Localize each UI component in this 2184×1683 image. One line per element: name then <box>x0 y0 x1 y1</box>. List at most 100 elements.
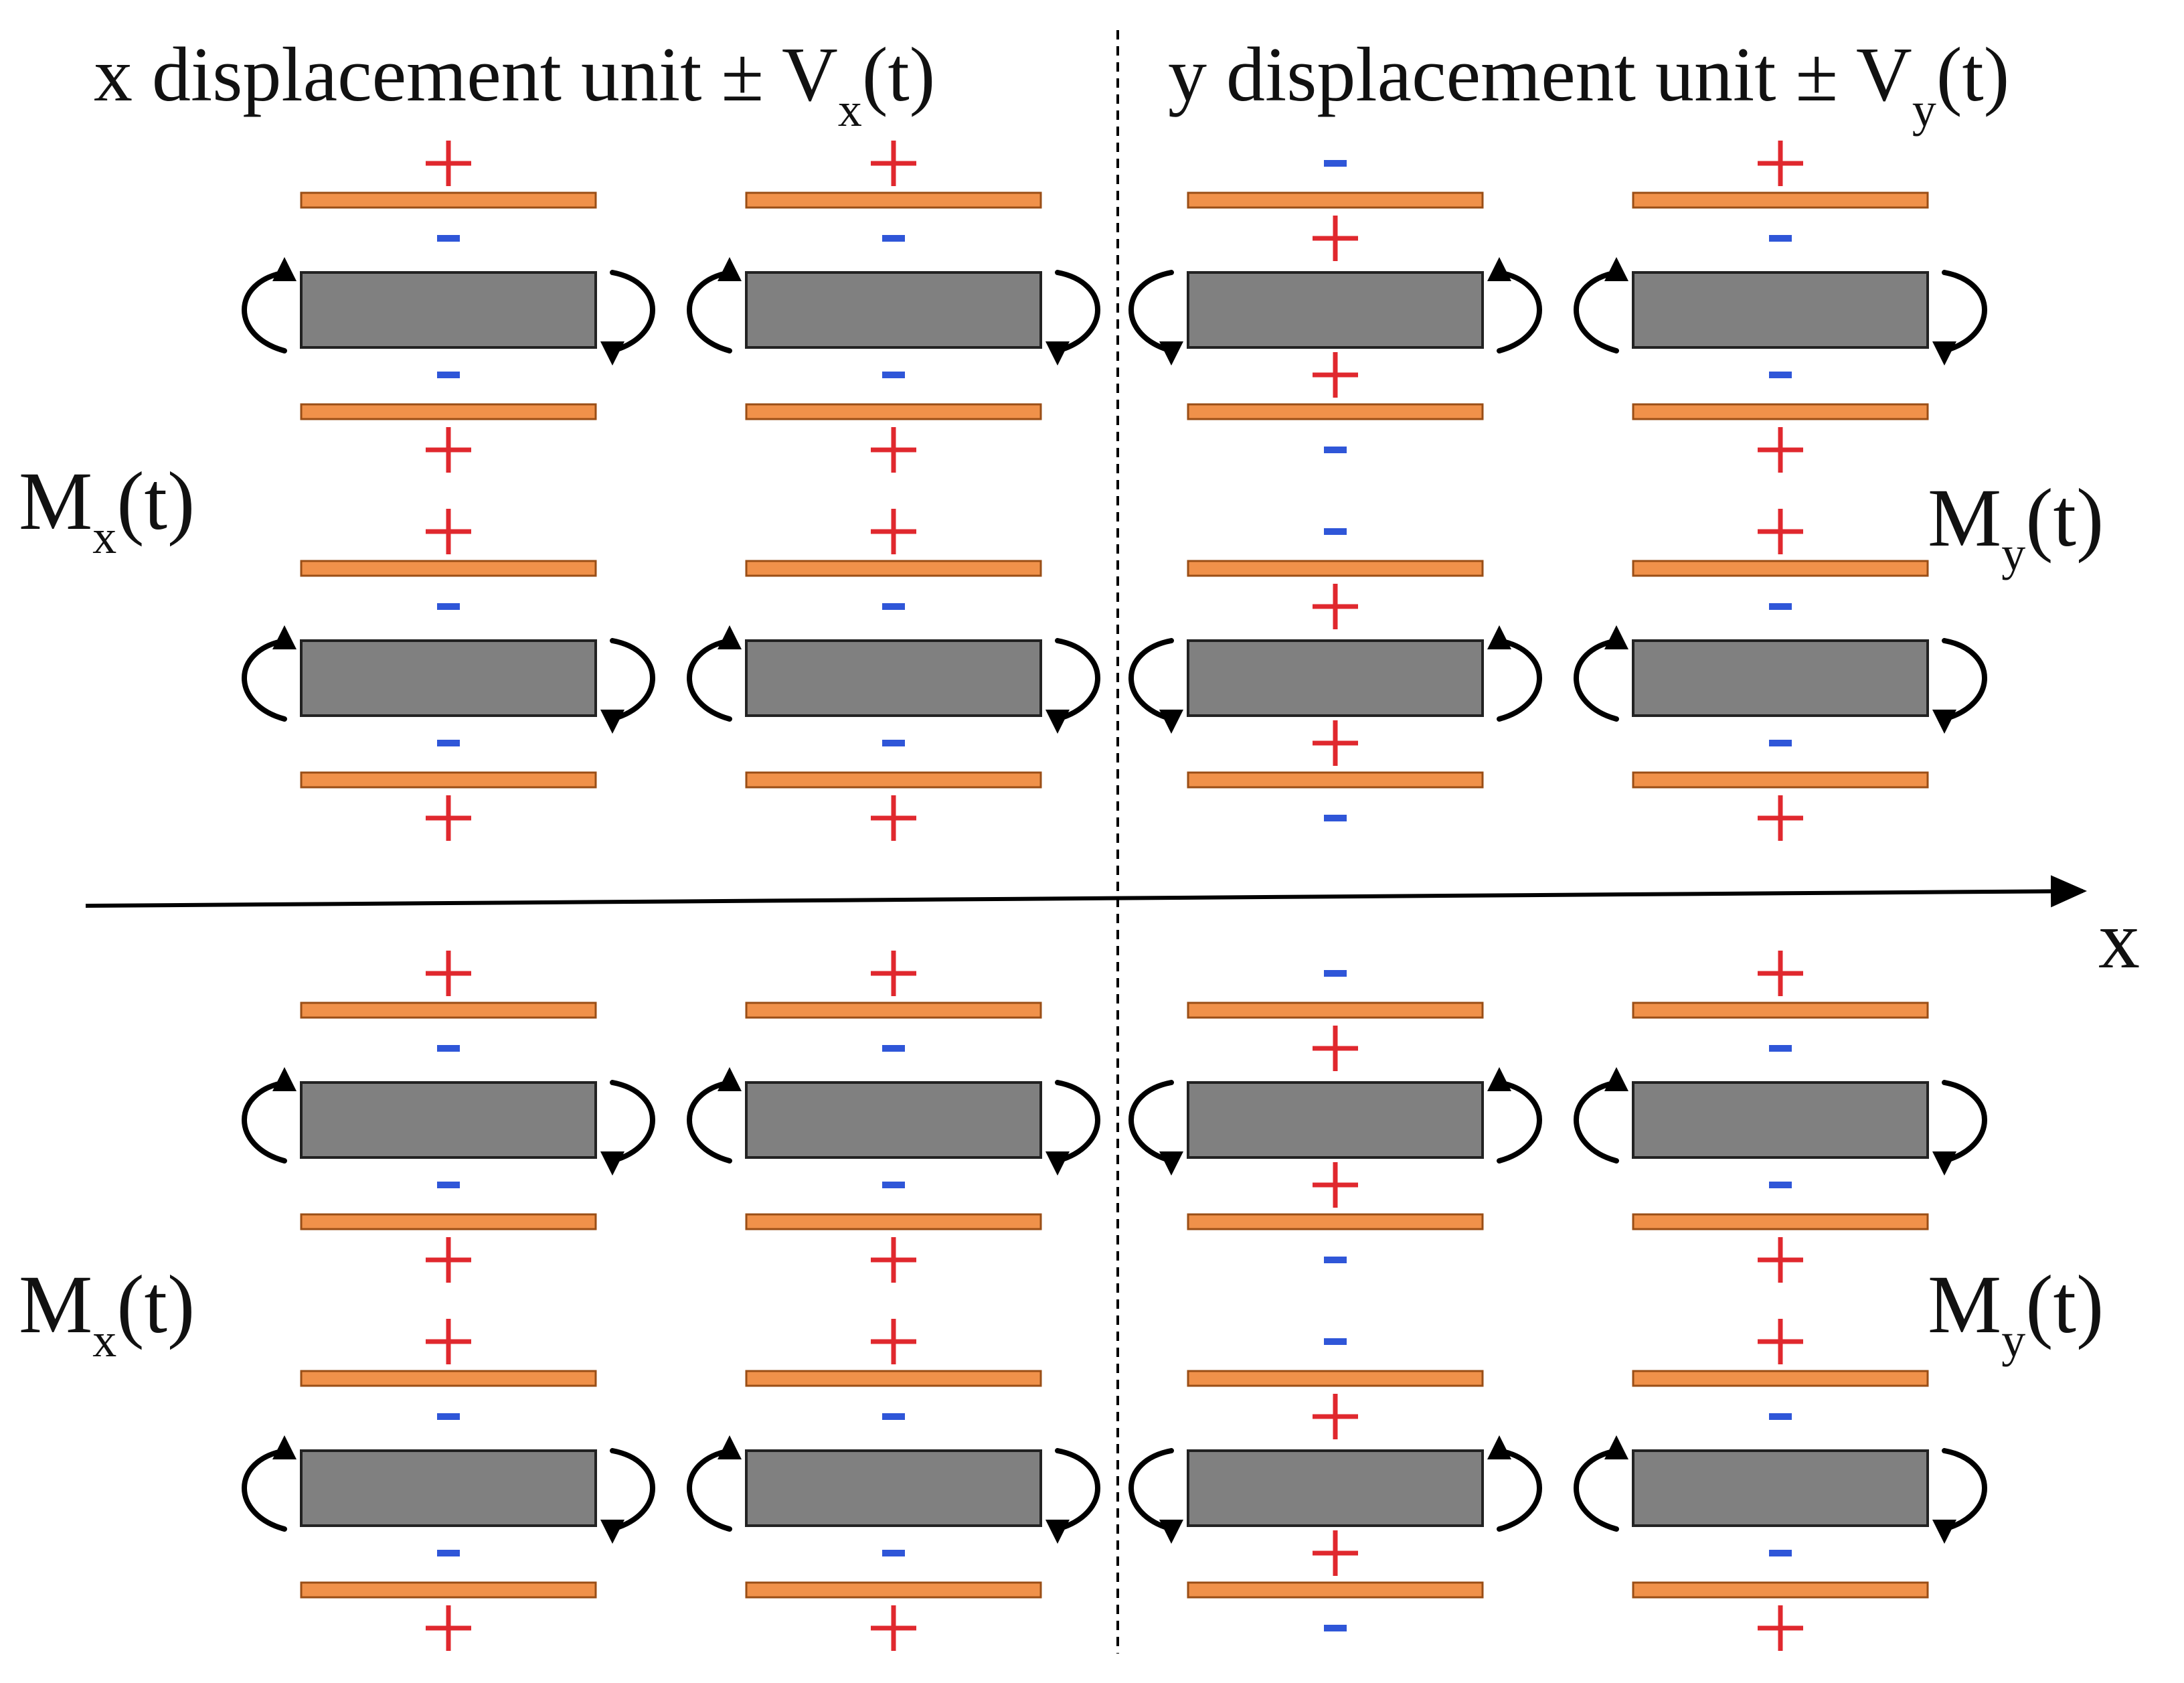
rotation-arrow <box>1055 1448 1100 1532</box>
minus-sign <box>1769 740 1792 746</box>
minus-sign <box>437 235 460 242</box>
lower-electrode <box>745 403 1042 420</box>
displacement-unit <box>242 509 655 841</box>
beam <box>745 1081 1042 1159</box>
displacement-unit <box>1574 951 1987 1283</box>
beam <box>1632 1081 1929 1159</box>
beam <box>1632 1449 1929 1527</box>
minus-sign <box>437 372 460 378</box>
arrow-head-icon <box>1604 1435 1628 1459</box>
plus-sign <box>871 951 916 996</box>
minus-sign <box>1769 1413 1792 1420</box>
displacement-unit <box>687 509 1100 841</box>
arrow-head-icon <box>1604 625 1628 649</box>
rotation-arrow <box>1942 270 1987 353</box>
plus-sign <box>1758 1237 1803 1283</box>
minus-sign <box>437 1045 460 1052</box>
arrow-head-icon <box>1487 1435 1511 1459</box>
minus-sign <box>882 372 905 378</box>
upper-electrode <box>300 1370 597 1387</box>
upper-electrode <box>1187 191 1484 209</box>
rotation-arrow <box>1497 270 1542 353</box>
plus-sign <box>426 951 471 996</box>
minus-sign <box>882 603 905 610</box>
lower-electrode <box>1632 1581 1929 1599</box>
lower-electrode <box>300 1213 597 1230</box>
plus-sign <box>871 1605 916 1651</box>
plus-sign <box>1313 1162 1358 1208</box>
displacement-unit <box>1128 970 1542 1263</box>
my-bottom-label: My(t) <box>1928 1259 2104 1367</box>
plus-sign <box>426 1237 471 1283</box>
arrow-head-icon <box>1487 625 1511 649</box>
beam <box>745 639 1042 717</box>
minus-sign <box>1324 1625 1347 1631</box>
arrow-head-icon <box>272 625 297 649</box>
minus-sign <box>1324 160 1347 167</box>
rotation-arrow <box>610 270 655 353</box>
displacement-unit <box>1128 528 1542 821</box>
minus-sign <box>437 740 460 746</box>
lower-electrode <box>1187 403 1484 420</box>
minus-sign <box>882 740 905 746</box>
arrow-head-icon <box>1932 341 1956 366</box>
lower-electrode <box>1187 771 1484 789</box>
plus-sign <box>871 795 916 841</box>
upper-electrode <box>1632 1001 1929 1019</box>
upper-electrode <box>1187 1370 1484 1387</box>
plus-sign <box>1313 352 1358 398</box>
plus-sign <box>426 795 471 841</box>
lower-electrode <box>300 403 597 420</box>
minus-sign <box>882 1550 905 1556</box>
beam <box>300 1081 597 1159</box>
upper-electrode <box>1632 191 1929 209</box>
rotation-arrow <box>242 1080 287 1164</box>
rotation-arrow <box>1942 1080 1987 1164</box>
lower-electrode <box>745 1581 1042 1599</box>
minus-sign <box>437 1550 460 1556</box>
rotation-arrow <box>1574 270 1619 353</box>
plus-sign <box>1758 1319 1803 1364</box>
upper-electrode <box>745 1001 1042 1019</box>
rotation-arrow <box>1942 1448 1987 1532</box>
beam <box>1632 639 1929 717</box>
displacement-unit <box>1574 1319 1987 1651</box>
plus-sign <box>1313 1394 1358 1439</box>
arrow-head-icon <box>718 1435 742 1459</box>
arrow-head-icon <box>1604 257 1628 281</box>
upper-electrode <box>745 191 1042 209</box>
plus-sign <box>871 141 916 186</box>
minus-sign <box>1324 447 1347 453</box>
x-axis-label: x <box>2098 894 2140 985</box>
upper-electrode <box>1187 1001 1484 1019</box>
minus-sign <box>1769 235 1792 242</box>
plus-sign <box>1313 1026 1358 1071</box>
arrow-head-icon <box>1932 1151 1956 1176</box>
rotation-arrow <box>1128 638 1174 722</box>
arrow-head-icon <box>1159 1520 1183 1544</box>
arrow-head-icon <box>600 1520 624 1544</box>
upper-electrode <box>1632 560 1929 577</box>
arrow-head-icon <box>1045 1151 1070 1176</box>
displacement-unit <box>1128 1338 1542 1631</box>
arrow-head-icon <box>718 625 742 649</box>
minus-sign <box>882 1045 905 1052</box>
arrow-head-icon <box>1487 257 1511 281</box>
minus-sign <box>882 235 905 242</box>
rotation-arrow <box>1128 1080 1174 1164</box>
lower-electrode <box>1632 403 1929 420</box>
rotation-arrow <box>1574 1448 1619 1532</box>
lower-electrode <box>1187 1581 1484 1599</box>
rotation-arrow <box>610 1080 655 1164</box>
arrow-head-icon <box>718 1067 742 1091</box>
plus-sign <box>1313 216 1358 261</box>
arrow-head-icon <box>1045 341 1070 366</box>
minus-sign <box>1324 1338 1347 1345</box>
rotation-arrow <box>242 1448 287 1532</box>
plus-sign <box>426 1319 471 1364</box>
rotation-arrow <box>1055 1080 1100 1164</box>
minus-sign <box>1324 1257 1347 1263</box>
displacement-unit <box>687 141 1100 473</box>
arrow-head-icon <box>600 710 624 734</box>
arrow-head-icon <box>1159 1151 1183 1176</box>
